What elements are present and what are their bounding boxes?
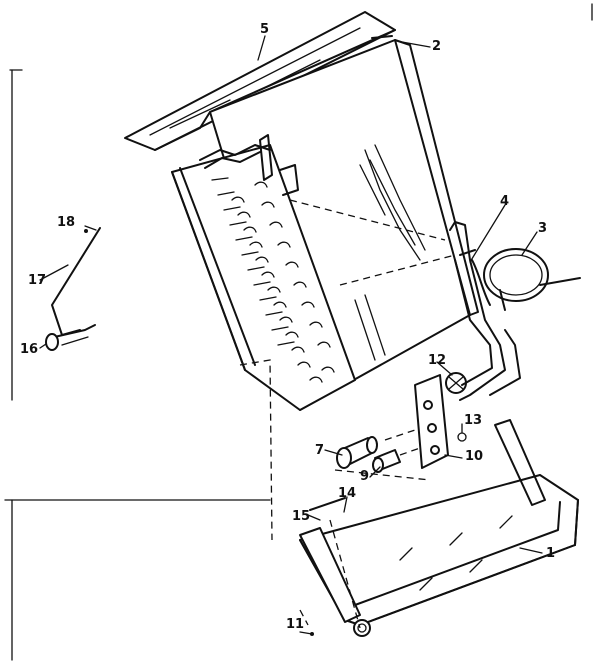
callout-12: 12 [428, 353, 446, 368]
expansion-coil [483, 248, 581, 311]
callout-16: 16 [20, 342, 38, 357]
callout-labels: 1 2 3 4 5 7 9 10 11 12 13 14 15 16 17 18 [20, 22, 555, 632]
bracket-rod [45, 227, 101, 351]
callout-3: 3 [538, 221, 547, 236]
tubing [449, 221, 521, 401]
drain-pan [239, 359, 579, 637]
callout-10: 10 [465, 449, 483, 464]
callout-15: 15 [292, 509, 310, 524]
callout-4: 4 [500, 194, 509, 209]
callout-2: 2 [432, 39, 441, 54]
callout-14: 14 [338, 486, 356, 501]
fittings [334, 429, 431, 481]
callout-13: 13 [464, 413, 482, 428]
leader-lines [39, 35, 543, 635]
callout-5: 5 [260, 22, 269, 37]
callout-11: 11 [286, 617, 304, 632]
mounting-plate [414, 372, 467, 469]
callout-1: 1 [546, 546, 555, 561]
callout-7: 7 [315, 443, 324, 458]
leader-dots [84, 229, 314, 636]
callout-9: 9 [360, 469, 369, 484]
callout-17: 17 [28, 273, 46, 288]
frame-marks [4, 3, 593, 661]
callout-18: 18 [57, 215, 75, 230]
coil-fins [171, 134, 356, 411]
